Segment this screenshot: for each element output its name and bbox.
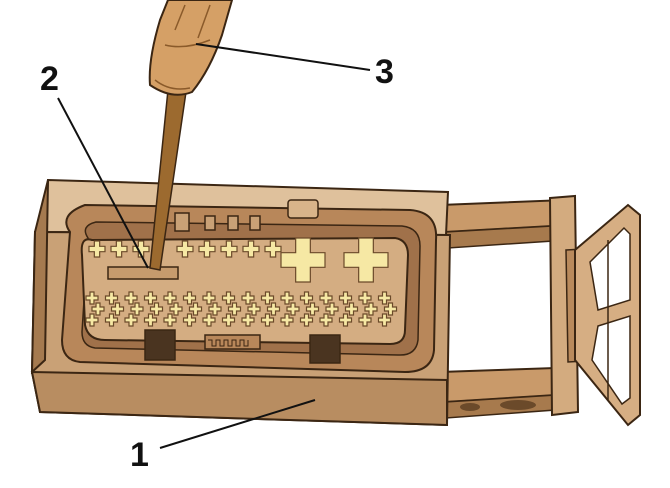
locking-slide	[438, 194, 641, 427]
pin-r1-13	[319, 291, 333, 305]
pin-r3-16	[377, 313, 392, 327]
pin-large-1	[280, 237, 326, 283]
pin-r1-10	[260, 291, 275, 305]
pin-r3-11	[280, 313, 294, 327]
pin-r2-7	[208, 302, 222, 316]
pin-r3-5	[163, 313, 177, 327]
pin-r2-10	[266, 302, 281, 316]
pin-r1-11	[280, 291, 294, 305]
leader-line-1	[159, 399, 316, 449]
pin-r1-8	[221, 291, 236, 305]
pin-r2-12	[305, 302, 320, 316]
pin-r2-8	[227, 302, 242, 316]
pin-r2-1	[91, 302, 105, 316]
pin-r3-1	[85, 313, 99, 327]
pin-r2-16	[383, 302, 398, 316]
pin-r1-7	[202, 291, 216, 305]
terminal-block	[80, 199, 410, 364]
pin-r1-12	[299, 291, 314, 305]
pin-top-4	[176, 240, 194, 258]
pin-top-3	[132, 240, 150, 258]
pin-top-6	[220, 240, 238, 258]
pin-r1-3	[124, 291, 138, 305]
pin-top-7	[242, 240, 260, 258]
pin-r3-6	[182, 313, 197, 327]
pin-r3-8	[221, 313, 236, 327]
pin-r1-15	[358, 291, 372, 305]
pin-r1-1	[85, 291, 99, 305]
pin-r2-13	[325, 302, 339, 316]
pin-r3-4	[143, 313, 158, 327]
pin-cavities	[85, 237, 398, 327]
leader-line-2	[57, 97, 149, 269]
pin-r3-14	[338, 313, 353, 327]
pin-top-1	[88, 240, 106, 258]
pin-top-8	[264, 240, 282, 258]
pin-r2-3	[130, 302, 144, 316]
pin-r3-13	[319, 313, 333, 327]
pin-r2-5	[169, 302, 183, 316]
pin-r3-10	[260, 313, 275, 327]
pin-large-2	[343, 237, 389, 283]
pin-r2-2	[110, 302, 125, 316]
pin-r2-11	[286, 302, 300, 316]
pin-r2-15	[364, 302, 378, 316]
pin-r2-6	[188, 302, 203, 316]
pin-r3-15	[358, 313, 372, 327]
pin-top-2	[110, 240, 128, 258]
pin-r3-2	[104, 313, 119, 327]
pin-r2-14	[344, 302, 359, 316]
callout-3: 3	[375, 53, 394, 91]
pin-r3-7	[202, 313, 216, 327]
pin-r3-3	[124, 313, 138, 327]
pin-r3-12	[299, 313, 314, 327]
pin-r1-4	[143, 291, 158, 305]
pin-r1-2	[104, 291, 119, 305]
callout-1: 1	[130, 436, 149, 474]
pin-r2-9	[247, 302, 261, 316]
pin-top-5	[198, 240, 216, 258]
pin-r3-9	[241, 313, 255, 327]
pin-r2-4	[149, 302, 164, 316]
pin-r1-14	[338, 291, 353, 305]
screwdriver-tool	[148, 0, 234, 271]
pin-r1-16	[377, 291, 392, 305]
pin-r1-5	[163, 291, 177, 305]
leader-line-3	[195, 43, 371, 71]
pin-r1-6	[182, 291, 197, 305]
pin-r1-9	[241, 291, 255, 305]
callout-2: 2	[40, 60, 59, 98]
